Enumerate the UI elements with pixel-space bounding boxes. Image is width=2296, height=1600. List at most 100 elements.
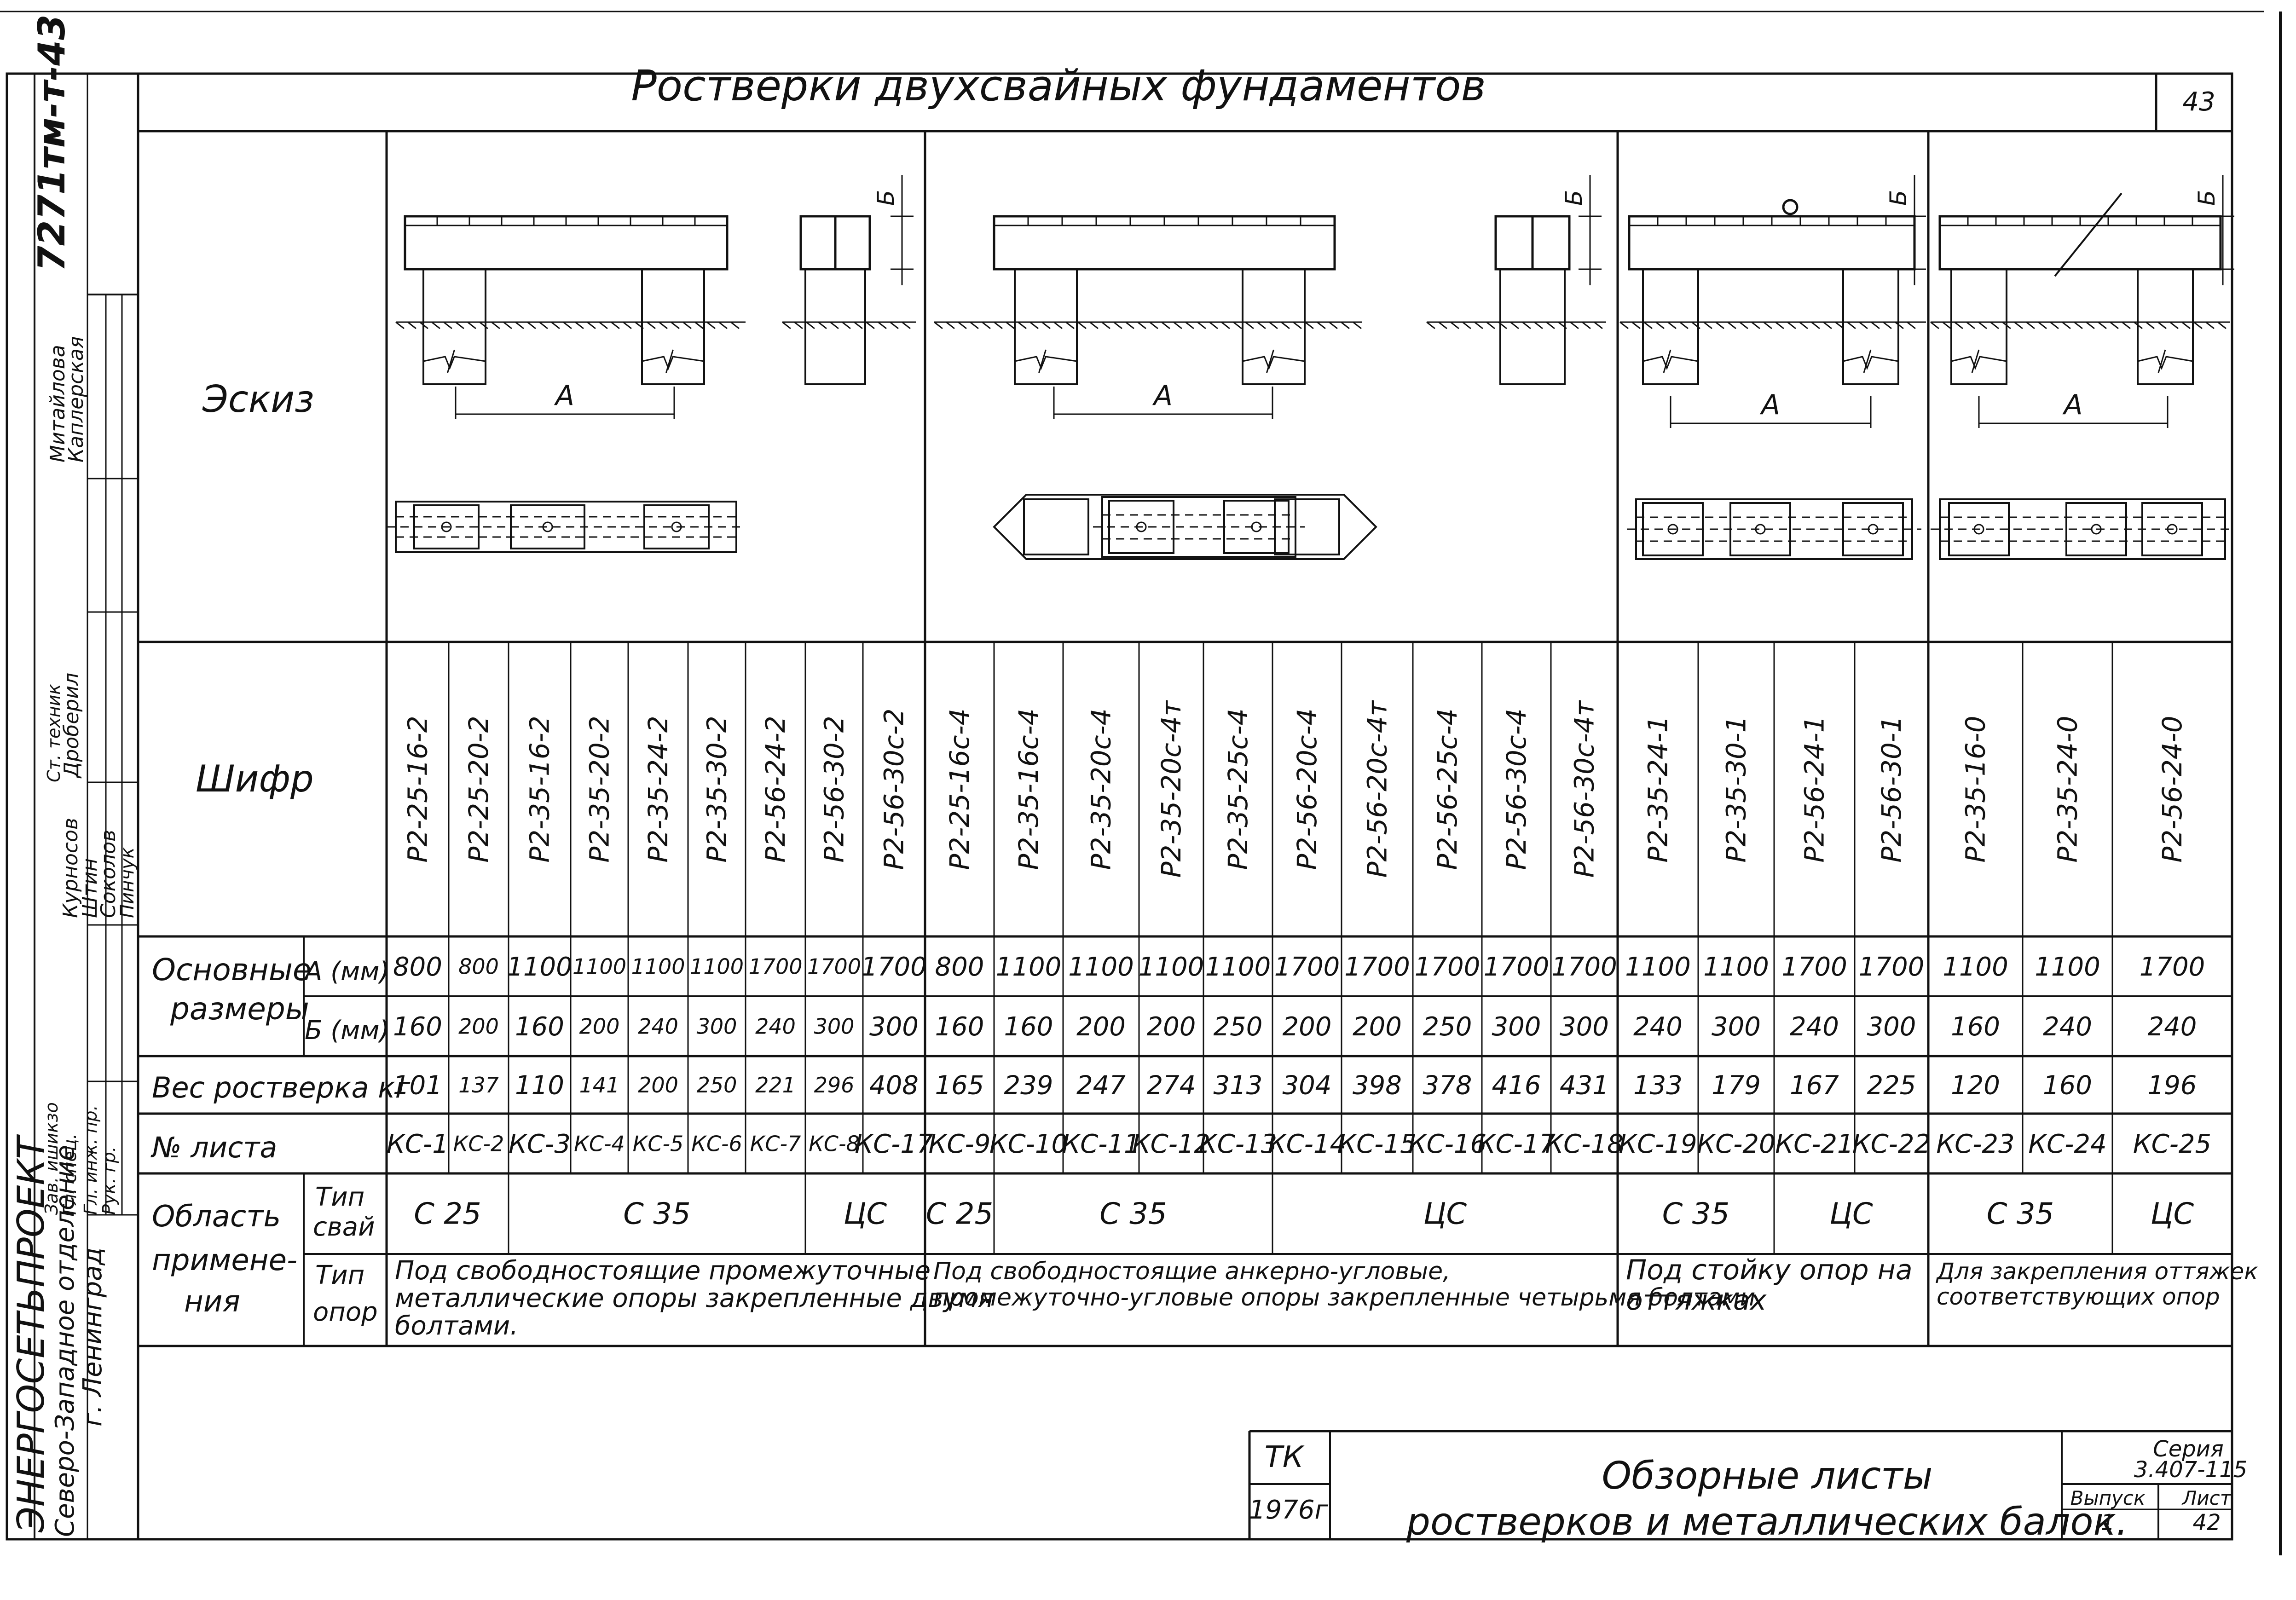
weight-cell: 378 — [1423, 1071, 1472, 1101]
ground-hatch — [1883, 321, 1892, 329]
b-value-cell: 300 — [697, 1014, 737, 1039]
ground-hatch — [647, 321, 656, 329]
ground-hatch — [890, 321, 899, 329]
sheet-no-cell: КС-14 — [1268, 1129, 1346, 1159]
ground-hatch — [1113, 321, 1122, 329]
ground-hatch — [1594, 321, 1603, 329]
sheet-no-cell: КС-24 — [2028, 1129, 2106, 1159]
sheet-no-cell: КС-16 — [1408, 1129, 1486, 1159]
plan-bolt — [2091, 524, 2102, 535]
ground-hatch — [539, 321, 548, 329]
ground-hatch — [1534, 321, 1543, 329]
ground-hatch — [1269, 321, 1278, 329]
pile-group-cell: С 35 — [1099, 1197, 1167, 1231]
side-code: 7271тм-т-43 — [30, 14, 73, 271]
support-text-line: промежуточно-угловые опоры закрепленные … — [933, 1284, 1755, 1311]
plan-pad — [1023, 498, 1089, 555]
a-value-cell: 1100 — [996, 952, 1062, 982]
support-text-line: Под стойку опор на — [1626, 1254, 1913, 1286]
plan-bolt — [1868, 524, 1879, 535]
code-cell: Р2-35-20с-4т — [1156, 699, 1187, 878]
pile-break-mark — [1266, 349, 1274, 373]
b-value-cell: 240 — [2043, 1012, 2092, 1042]
code-cell: Р2-35-24-0 — [2052, 716, 2083, 862]
b-value-cell: 200 — [1283, 1012, 1332, 1042]
plan-view — [1627, 498, 1921, 560]
outer-border — [6, 72, 2233, 1541]
side-name-2: Штин — [78, 858, 102, 918]
weight-cell: 247 — [1076, 1071, 1126, 1101]
grillage-beam — [1628, 199, 1916, 271]
ground-hatch — [1763, 321, 1772, 329]
ground-hatch — [2169, 321, 2179, 329]
side-name-1: Курносов — [59, 818, 82, 918]
weight-cell: 398 — [1353, 1071, 1402, 1101]
code-cell: Р2-56-24-0 — [2157, 716, 2188, 862]
a-value-cell: 1700 — [807, 954, 861, 979]
code-cell: Р2-25-16с-4 — [944, 708, 975, 870]
b-value-cell: 240 — [755, 1014, 796, 1039]
a-value-cell: 800 — [393, 952, 442, 982]
grillage-beam — [404, 215, 729, 271]
side-name-3: Соколов — [97, 830, 120, 918]
pile-break — [1642, 356, 1699, 370]
support-text-line: Под свободностоящие анкерно-угловые, — [933, 1258, 1451, 1285]
b-value-cell: 200 — [1076, 1012, 1126, 1042]
ground-hatch — [1065, 321, 1075, 329]
stamp-org: ТК — [1265, 1440, 1305, 1474]
plan-bolt — [2167, 524, 2178, 535]
row-label-sheet-no: № листа — [150, 1131, 277, 1164]
guy-lug — [1782, 199, 1799, 215]
beam-section — [799, 215, 871, 385]
pile-group-cell: С 35 — [1987, 1197, 2054, 1231]
ground-hatch — [1631, 321, 1641, 329]
plan-bolt — [1973, 524, 1984, 535]
weight-cell: 416 — [1492, 1071, 1541, 1101]
ground-hatch — [1727, 321, 1736, 329]
ground-hatch — [2074, 321, 2083, 329]
plan-bolt — [1755, 524, 1766, 535]
b-value-cell: 240 — [1633, 1012, 1683, 1042]
sheet-no-cell: КС-8 — [809, 1132, 860, 1156]
pile — [422, 268, 486, 385]
ground-hatch — [1582, 321, 1591, 329]
ground-hatch — [1353, 321, 1362, 329]
b-value-cell: 200 — [579, 1014, 620, 1039]
sheet-no-cell: КС-15 — [1338, 1129, 1416, 1159]
b-value-cell: 160 — [1004, 1012, 1053, 1042]
a-value-cell: 800 — [935, 952, 984, 982]
ground-hatch — [1643, 321, 1653, 329]
support-text-line: оттяжках — [1626, 1284, 1767, 1317]
ground-hatch — [1185, 321, 1194, 329]
a-value-cell: 1100 — [1068, 952, 1134, 982]
code-cell: Р2-25-20-2 — [463, 716, 494, 862]
ground-hatch — [1655, 321, 1665, 329]
ground-hatch — [2205, 321, 2215, 329]
ground-hatch — [958, 321, 967, 329]
ground-hatch — [1570, 321, 1579, 329]
ground-hatch — [1293, 321, 1302, 329]
sheet-no-cell: КС-19 — [1619, 1129, 1697, 1159]
dimension-b-label: Б — [1561, 190, 1587, 206]
ground-hatch — [1966, 321, 1975, 329]
dimension-b-label: Б — [873, 190, 899, 206]
a-value-cell: 1100 — [690, 954, 744, 979]
weight-cell: 137 — [458, 1073, 499, 1097]
a-value-cell: 1100 — [1943, 952, 2008, 982]
side-role-5: Ст. техник — [44, 684, 64, 782]
ground-hatch — [782, 321, 791, 329]
sheet-no-cell: КС-1 — [387, 1129, 449, 1159]
ground-hatch — [1221, 321, 1230, 329]
ground-hatch — [830, 321, 839, 329]
